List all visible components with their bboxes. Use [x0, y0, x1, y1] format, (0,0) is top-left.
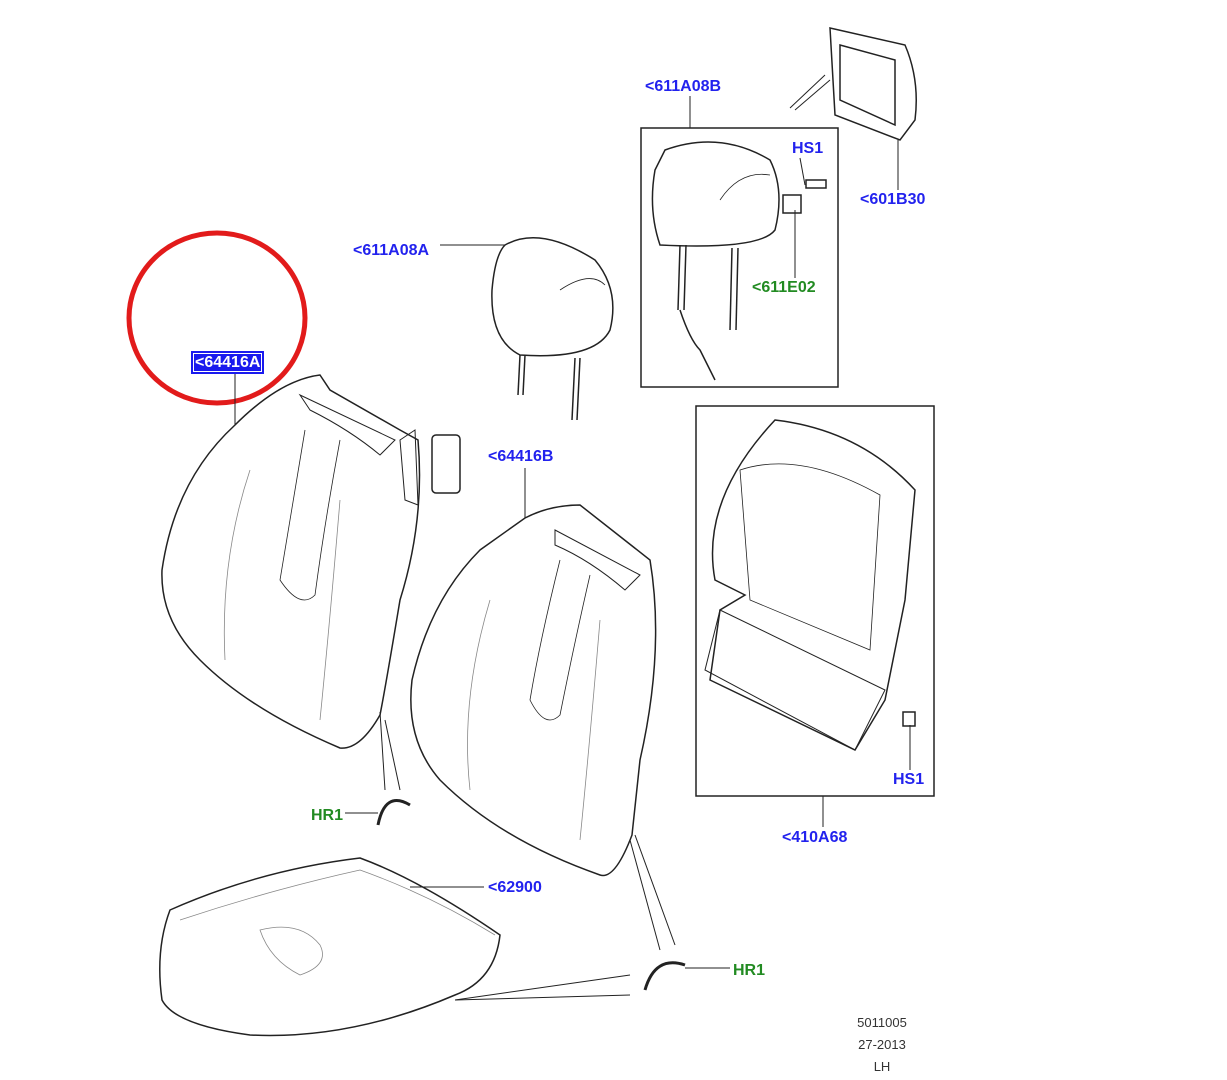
label-hs1-bottom[interactable]: HS1	[893, 771, 925, 788]
label-64416B[interactable]: <64416B	[488, 448, 554, 465]
headrest-b-box	[640, 127, 839, 388]
seat-cushion-cover	[159, 857, 501, 1037]
headrest-rear	[651, 141, 827, 381]
label-611A08B[interactable]: <611A08B	[645, 78, 722, 95]
back-panel-box	[695, 405, 935, 797]
label-hs1-top[interactable]: HS1	[792, 140, 824, 157]
footer-side: LH	[873, 1059, 891, 1074]
footer-code: 5011005	[857, 1015, 907, 1030]
back-panel-part	[704, 419, 916, 751]
footer-date: 27-2013	[858, 1037, 906, 1052]
label-410A68[interactable]: <410A68	[782, 829, 848, 846]
label-611A08A[interactable]: <611A08A	[353, 242, 430, 259]
backrest-cover-b	[410, 504, 657, 877]
label-hr1-left[interactable]: HR1	[311, 807, 344, 824]
backrest-cover-a	[161, 374, 461, 749]
label-hr1-right[interactable]: HR1	[733, 962, 766, 979]
hr1-clips	[376, 799, 686, 991]
label-62900[interactable]: <62900	[488, 879, 542, 896]
label-64416A-selected[interactable]: <64416A	[190, 351, 265, 374]
label-601B30[interactable]: <601B30	[860, 191, 926, 208]
headrest-front	[491, 236, 614, 421]
label-611E02[interactable]: <611E02	[752, 279, 816, 296]
highlight-circle	[126, 230, 308, 406]
bezel-part	[829, 27, 917, 141]
